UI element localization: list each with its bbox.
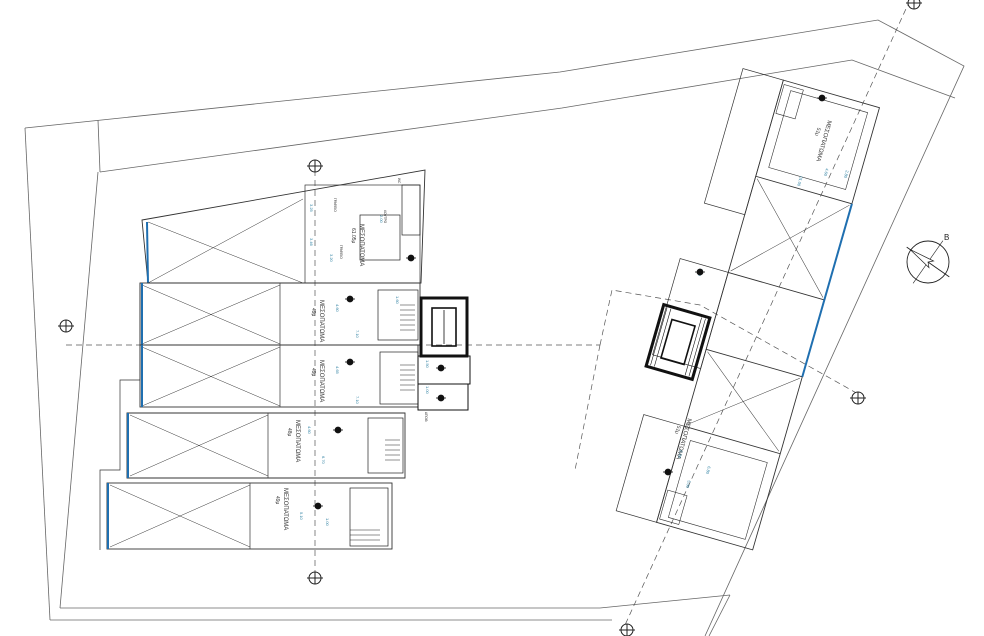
dim-label: 1.50 [425,360,430,369]
dim-label: 6.95 [677,450,684,460]
room-label-office-1: ΓΡΑΦΕΙΟ [333,198,337,212]
unit-name-3: ΜΕΣΟΠΑΤΩΜΑ [318,360,324,402]
dim-label: 2.00 [379,215,384,224]
dim-label: 5.00 [685,480,692,490]
site-boundary [24,19,965,636]
axis-marker-bottom-right [619,623,635,636]
dim-label: 4.60 [335,304,340,313]
dim-label: 7.10 [355,396,360,405]
dim-label: 4.65 [335,366,340,375]
unit-area-4: 48μ [286,428,292,437]
dim-label: 01.00 [796,176,804,188]
dim-label: 1.00 [325,518,330,527]
dim-label: 5.10 [299,512,304,521]
right-level-marker-icons [663,94,827,476]
dim-label: 6.80 [705,466,712,476]
axis-marker-south [307,571,323,585]
unit-area-3: 49μ [310,368,316,377]
dim-label: 2.80 [843,170,850,180]
axis-marker-top-right [906,0,922,10]
unit-name-4: ΜΕΣΟΠΑΤΩΜΑ [294,420,300,462]
room-label-storage: ΑΠΟΘ. [424,412,428,422]
dim-label: 1.00 [425,386,430,395]
axis-marker-west [58,319,74,333]
right-unit-area-2: 51μ [673,425,681,435]
dim-label: 3.20 [329,254,334,263]
right-unit-area-1: 51μ [813,127,821,137]
dim-label: 7.10 [355,330,360,339]
axis-marker-north [307,159,323,173]
left-building [99,169,426,550]
axis-marker-east [850,391,866,405]
room-label-wc: WC [397,178,401,184]
room-label-bath: ΛΟΥΤΡΟ [383,210,387,224]
left-unit-labels: ΜΕΣΟΠΑΤΩΜΑ 61.05μ ΜΕΣΟΠΑΤΩΜΑ 49μ ΜΕΣΟΠΑΤ… [274,178,428,530]
left-dimension-labels: 3.25 3.46 3.20 2.00 4.60 1.60 7.10 4.65 … [299,204,430,527]
left-stair-core [417,296,471,411]
dim-label: 3.25 [309,204,314,213]
right-building [615,68,881,551]
dim-label: 4.60 [823,168,830,178]
north-arrow-icon: B [906,233,950,284]
dim-label: 3.46 [309,238,314,247]
dim-label: 4.60 [307,426,312,435]
grid-axes [66,0,911,636]
right-stair-core [644,302,712,382]
unit-name-2: ΜΕΣΟΠΑΤΩΜΑ [318,300,324,342]
unit-area-1: 61.05μ [350,228,356,244]
right-unit-name-1: ΜΕΣΟΠΑΤΩΜΑ [814,119,831,161]
room-label-office-2: ΓΡΑΦΕΙΟ [339,245,343,259]
unit-name-1: ΜΕΣΟΠΑΤΩΜΑ [358,224,364,266]
unit-area-2: 49μ [310,308,316,317]
dim-label: 1.60 [395,296,400,305]
unit-area-5: 49μ [274,496,280,505]
level-marker-icons [313,254,446,510]
dim-label: 6.70 [321,456,326,465]
unit-name-5: ΜΕΣΟΠΑΤΩΜΑ [282,488,288,530]
north-arrow-letter: B [944,233,949,242]
